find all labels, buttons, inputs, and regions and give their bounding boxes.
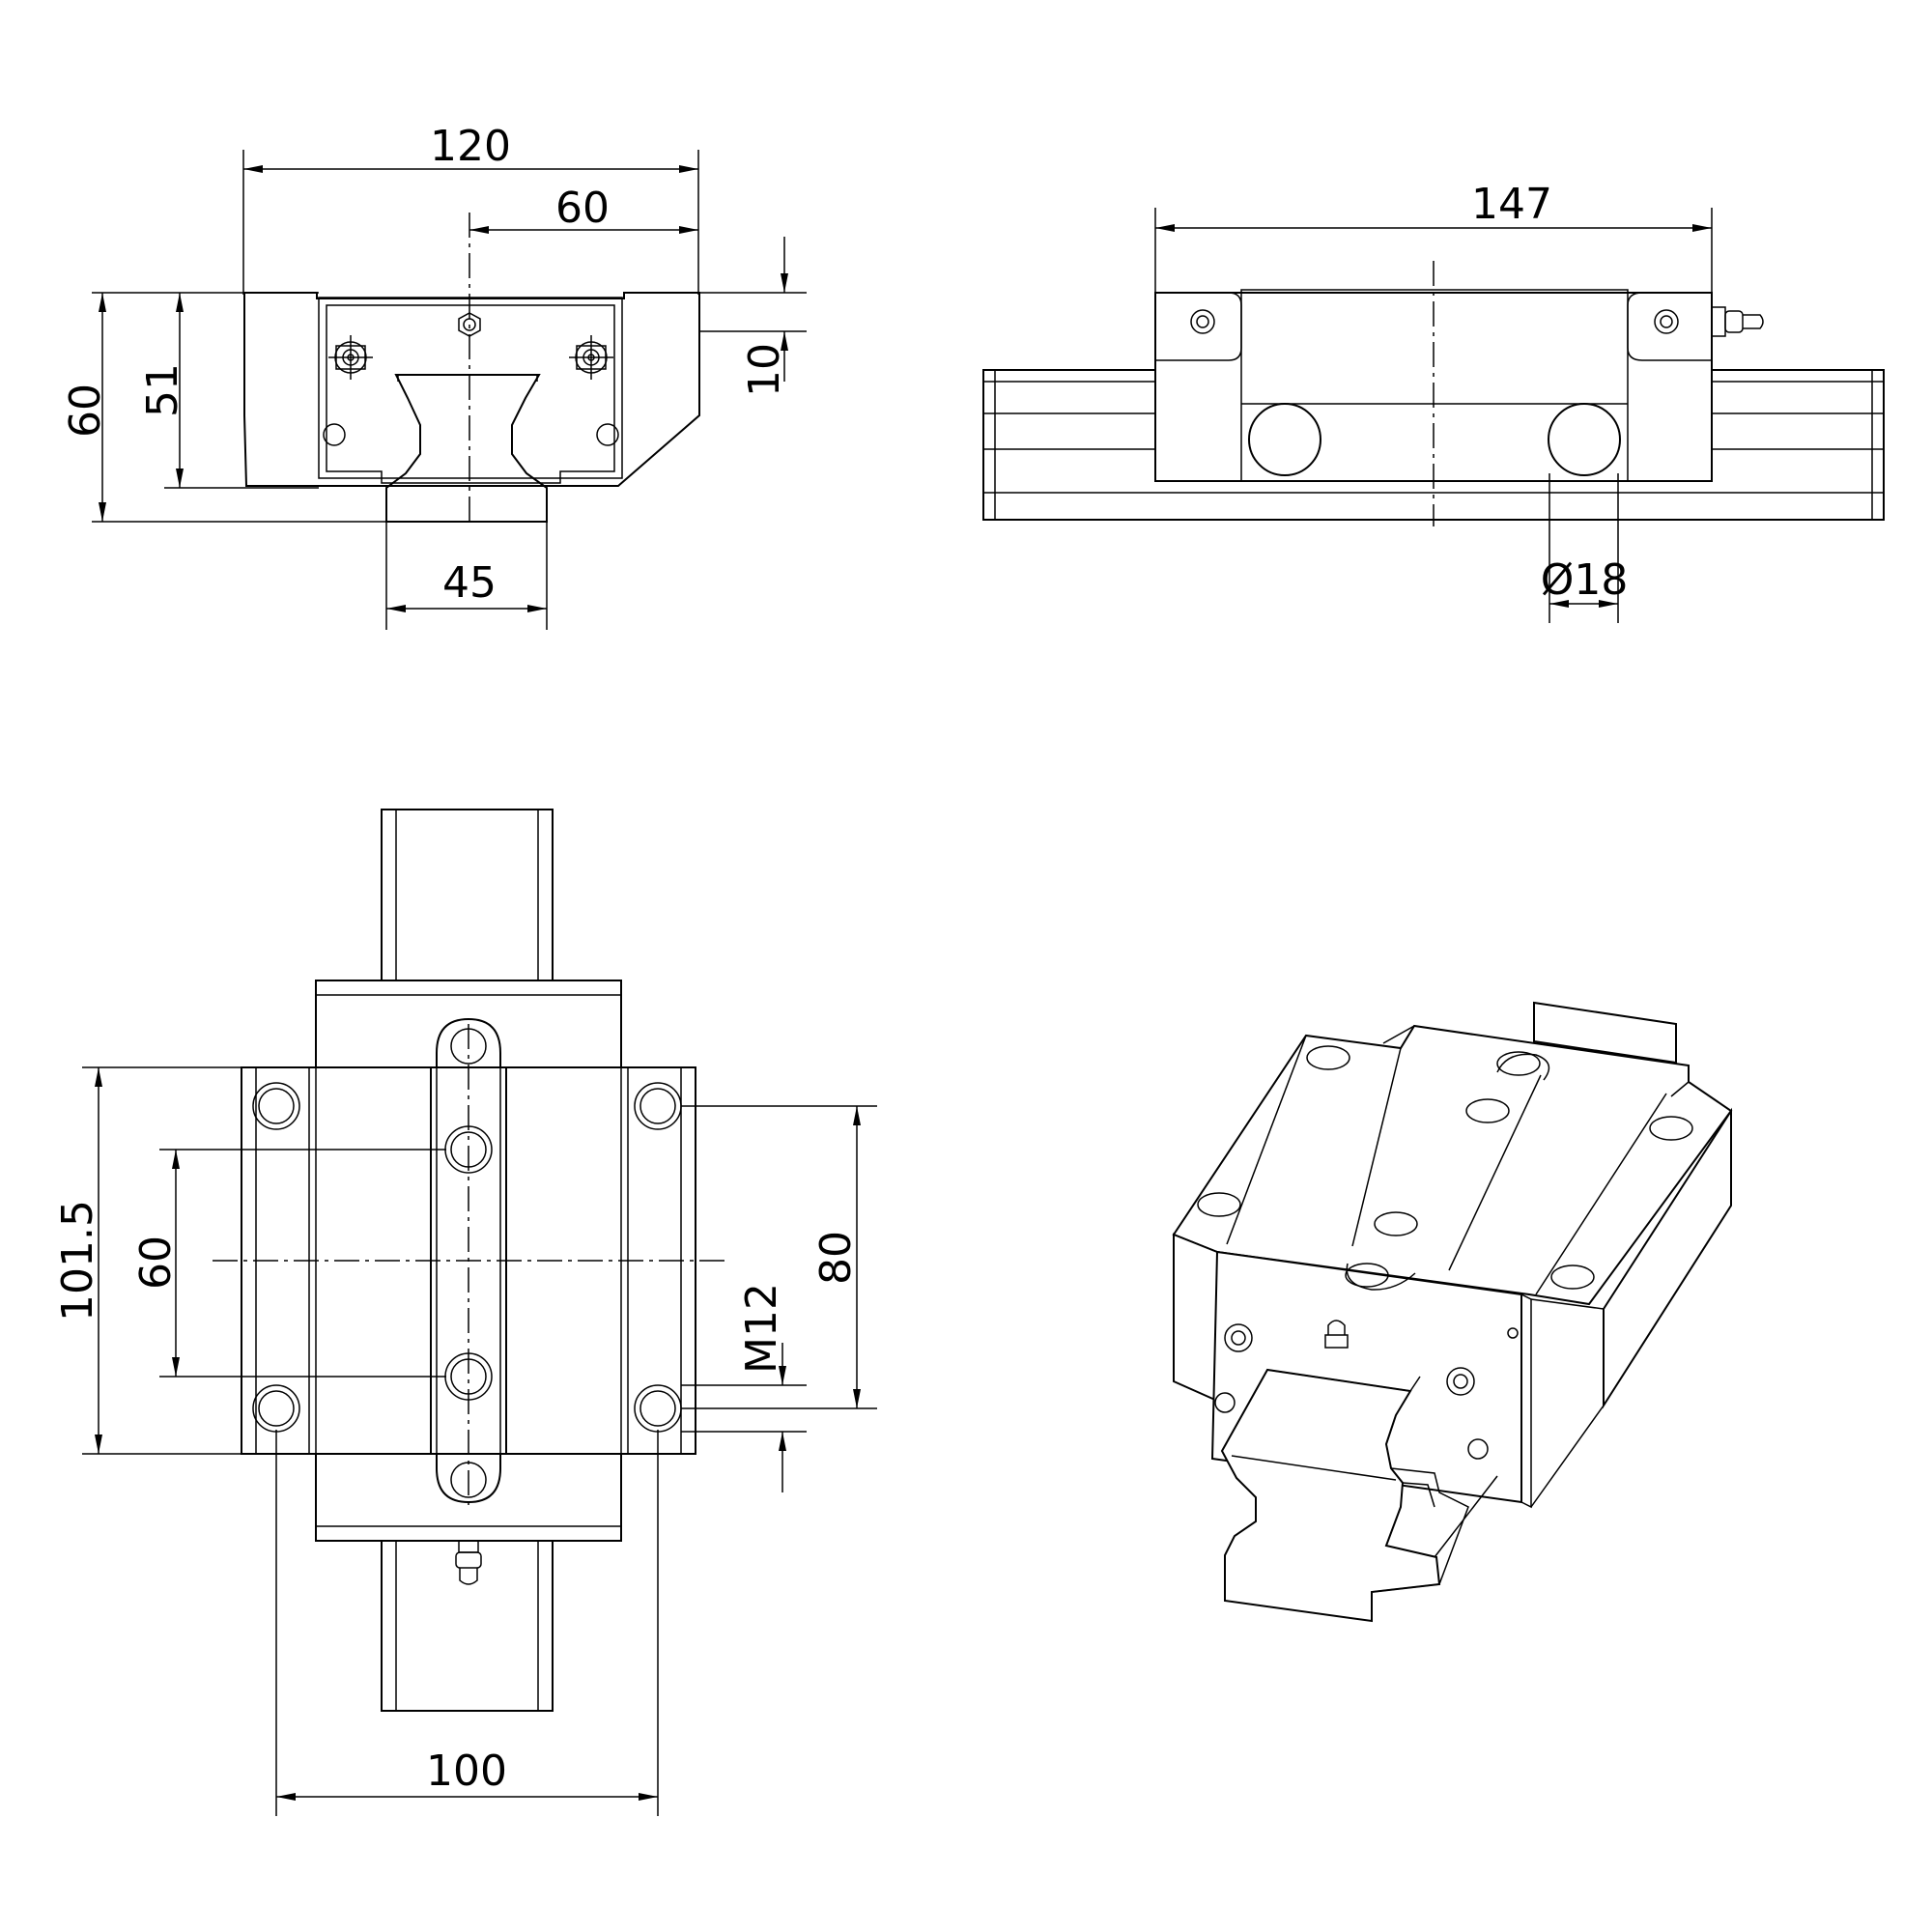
top-view: 101.5 60 80 M12 100 [53, 809, 877, 1816]
iso-front-screw-right [1446, 1367, 1475, 1396]
side-grease-nipple-icon [1711, 306, 1764, 337]
top-grease-nipple-icon [455, 1540, 482, 1585]
top-hole-flange-tl [252, 1082, 300, 1130]
side-roller-left [1248, 403, 1321, 476]
front-hole-left [328, 335, 373, 380]
block-flange-outline [243, 292, 700, 487]
front-seal-hole-left [323, 423, 346, 446]
dim-10: 10 [740, 343, 789, 397]
iso-grease-nipple-icon [1324, 1320, 1349, 1349]
dim-60-height: 60 [61, 384, 110, 438]
dim-60-pitch: 60 [131, 1236, 181, 1290]
iso-hole-1 [1306, 1045, 1350, 1070]
side-screw-left [1190, 309, 1215, 334]
iso-block-left-face [1173, 1233, 1218, 1403]
iso-hole-5 [1345, 1263, 1389, 1288]
iso-front-screw-left [1224, 1323, 1253, 1352]
dim-101-5: 101.5 [53, 1200, 102, 1321]
isometric-view [1172, 1001, 1733, 1623]
iso-hole-4 [1374, 1211, 1418, 1236]
iso-hole-6 [1197, 1192, 1241, 1217]
dim-51: 51 [138, 363, 187, 417]
side-screw-right [1654, 309, 1679, 334]
iso-hole-8 [1550, 1264, 1595, 1290]
iso-rail-front [1220, 1368, 1441, 1623]
dim-100: 100 [426, 1747, 507, 1796]
iso-hole-2 [1496, 1051, 1541, 1076]
iso-hole-7 [1649, 1116, 1693, 1141]
iso-hole-3 [1465, 1098, 1510, 1123]
dim-m12: M12 [737, 1283, 786, 1374]
dim-120: 120 [430, 122, 511, 171]
side-view: 147 Ø18 [982, 180, 1885, 623]
front-seal-hole-right [596, 423, 619, 446]
iso-front-seal-hole-left [1214, 1392, 1236, 1413]
iso-rail-back [1533, 1001, 1677, 1065]
front-hole-right [569, 335, 613, 380]
front-view: 120 60 60 51 10 45 [61, 122, 807, 630]
dim-diameter-18: Ø18 [1541, 555, 1629, 605]
block-body-outline [318, 297, 623, 479]
dim-80: 80 [811, 1231, 861, 1285]
side-roller-right [1548, 403, 1621, 476]
dim-147: 147 [1471, 180, 1552, 229]
dim-45: 45 [442, 558, 497, 608]
rail-profile [385, 374, 548, 523]
iso-front-seal-hole-right [1467, 1438, 1489, 1460]
dim-60-half: 60 [555, 184, 610, 233]
